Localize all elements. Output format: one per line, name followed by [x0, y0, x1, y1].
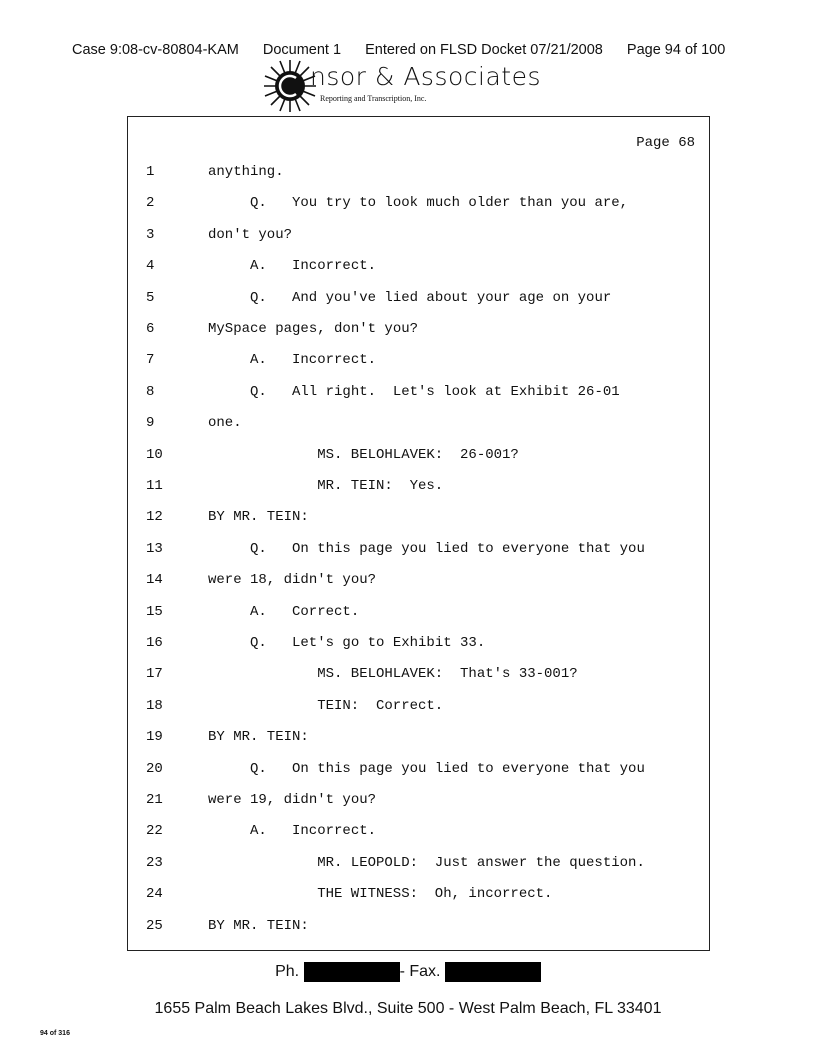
- line-text: Q. On this page you lied to everyone tha…: [250, 760, 645, 777]
- redacted-phone: [303, 962, 400, 982]
- line-number: 25: [146, 917, 163, 934]
- contact-line: Ph. - Fax.: [0, 962, 816, 982]
- line-text: anything.: [208, 164, 284, 180]
- address: 1655 Palm Beach Lakes Blvd., Suite 500 -…: [154, 1000, 662, 1017]
- line-number: 22: [146, 823, 163, 840]
- line-text: A. Incorrect.: [250, 352, 377, 369]
- line-number: 3: [146, 226, 155, 243]
- line-text: Q. Let's go to Exhibit 33.: [250, 635, 486, 651]
- page-count: 94 of 316: [40, 1030, 70, 1037]
- line-number: 15: [146, 603, 163, 620]
- line-text: MySpace pages, don't you?: [208, 321, 419, 337]
- line-text: A. Correct.: [250, 603, 360, 620]
- line-number: 21: [146, 792, 163, 808]
- line-number: 1: [146, 164, 155, 180]
- line-number: 23: [146, 854, 163, 871]
- line-text: one.: [208, 415, 242, 432]
- document-number: Document 1: [262, 42, 342, 58]
- line-text: Q. You try to look much older than you a…: [250, 195, 629, 212]
- line-number: 24: [146, 886, 163, 903]
- line-number: 4: [146, 258, 155, 275]
- line-text: THE WITNESS: Oh, incorrect.: [317, 886, 553, 903]
- sun-logo-icon: [264, 60, 316, 112]
- entered-date: Entered on FLSD Docket 07/21/2008: [365, 42, 603, 58]
- line-text: Q. On this page you lied to everyone tha…: [250, 540, 645, 557]
- line-text: A. Incorrect.: [250, 258, 377, 275]
- redacted-fax: [444, 962, 541, 982]
- line-text: don't you?: [208, 226, 293, 243]
- line-text: BY MR. TEIN:: [208, 917, 309, 934]
- line-text: MS. BELOHLAVEK: That's 33-001?: [317, 666, 578, 683]
- transcript-page-number: Page 68: [636, 135, 695, 151]
- line-text: TEIN: Correct.: [317, 697, 444, 714]
- line-text: BY MR. TEIN:: [208, 729, 309, 746]
- logo-name: nsor & Associates: [310, 62, 541, 91]
- fax-label: - Fax.: [399, 963, 441, 981]
- line-text: MR. LEOPOLD: Just answer the question.: [317, 854, 645, 871]
- line-number: 5: [146, 289, 155, 306]
- company-logo: nsor & Associates Reporting and Transcri…: [262, 58, 602, 114]
- case-number: Case 9:08-cv-80804-KAM: [72, 42, 239, 58]
- line-number: 6: [146, 321, 155, 337]
- line-number: 14: [146, 572, 163, 589]
- transcript-page: Page 68 1 anything. 2 Q. You try to look mu…: [127, 116, 710, 951]
- line-number: 12: [146, 509, 163, 526]
- line-text: BY MR. TEIN:: [208, 509, 309, 526]
- line-number: 17: [146, 666, 163, 683]
- line-text: were 19, didn't you?: [208, 792, 377, 808]
- line-text: were 18, didn't you?: [208, 572, 377, 589]
- line-text: MR. TEIN: Yes.: [317, 478, 444, 494]
- line-number: 7: [146, 352, 155, 369]
- line-number: 16: [146, 635, 163, 651]
- line-text: Q. And you've lied about your age on you…: [250, 289, 612, 306]
- line-number: 13: [146, 540, 163, 557]
- phone-label: Ph.: [275, 963, 300, 981]
- line-number: 10: [146, 446, 163, 463]
- line-text: A. Incorrect.: [250, 823, 377, 840]
- line-text: Q. All right. Let's look at Exhibit 26-0…: [250, 383, 620, 400]
- line-number: 2: [146, 195, 155, 212]
- line-number: 18: [146, 697, 163, 714]
- line-number: 11: [146, 478, 163, 494]
- line-text: MS. BELOHLAVEK: 26-001?: [317, 446, 519, 463]
- line-number: 20: [146, 760, 163, 777]
- docket-header: Case 9:08-cv-80804-KAM Document 1 Entere…: [72, 42, 745, 58]
- line-number: 8: [146, 383, 155, 400]
- line-number: 9: [146, 415, 155, 432]
- docket-page: Page 94 of 100: [626, 42, 726, 58]
- line-number: 19: [146, 729, 163, 746]
- logo-tagline: Reporting and Transcription, Inc.: [320, 94, 427, 103]
